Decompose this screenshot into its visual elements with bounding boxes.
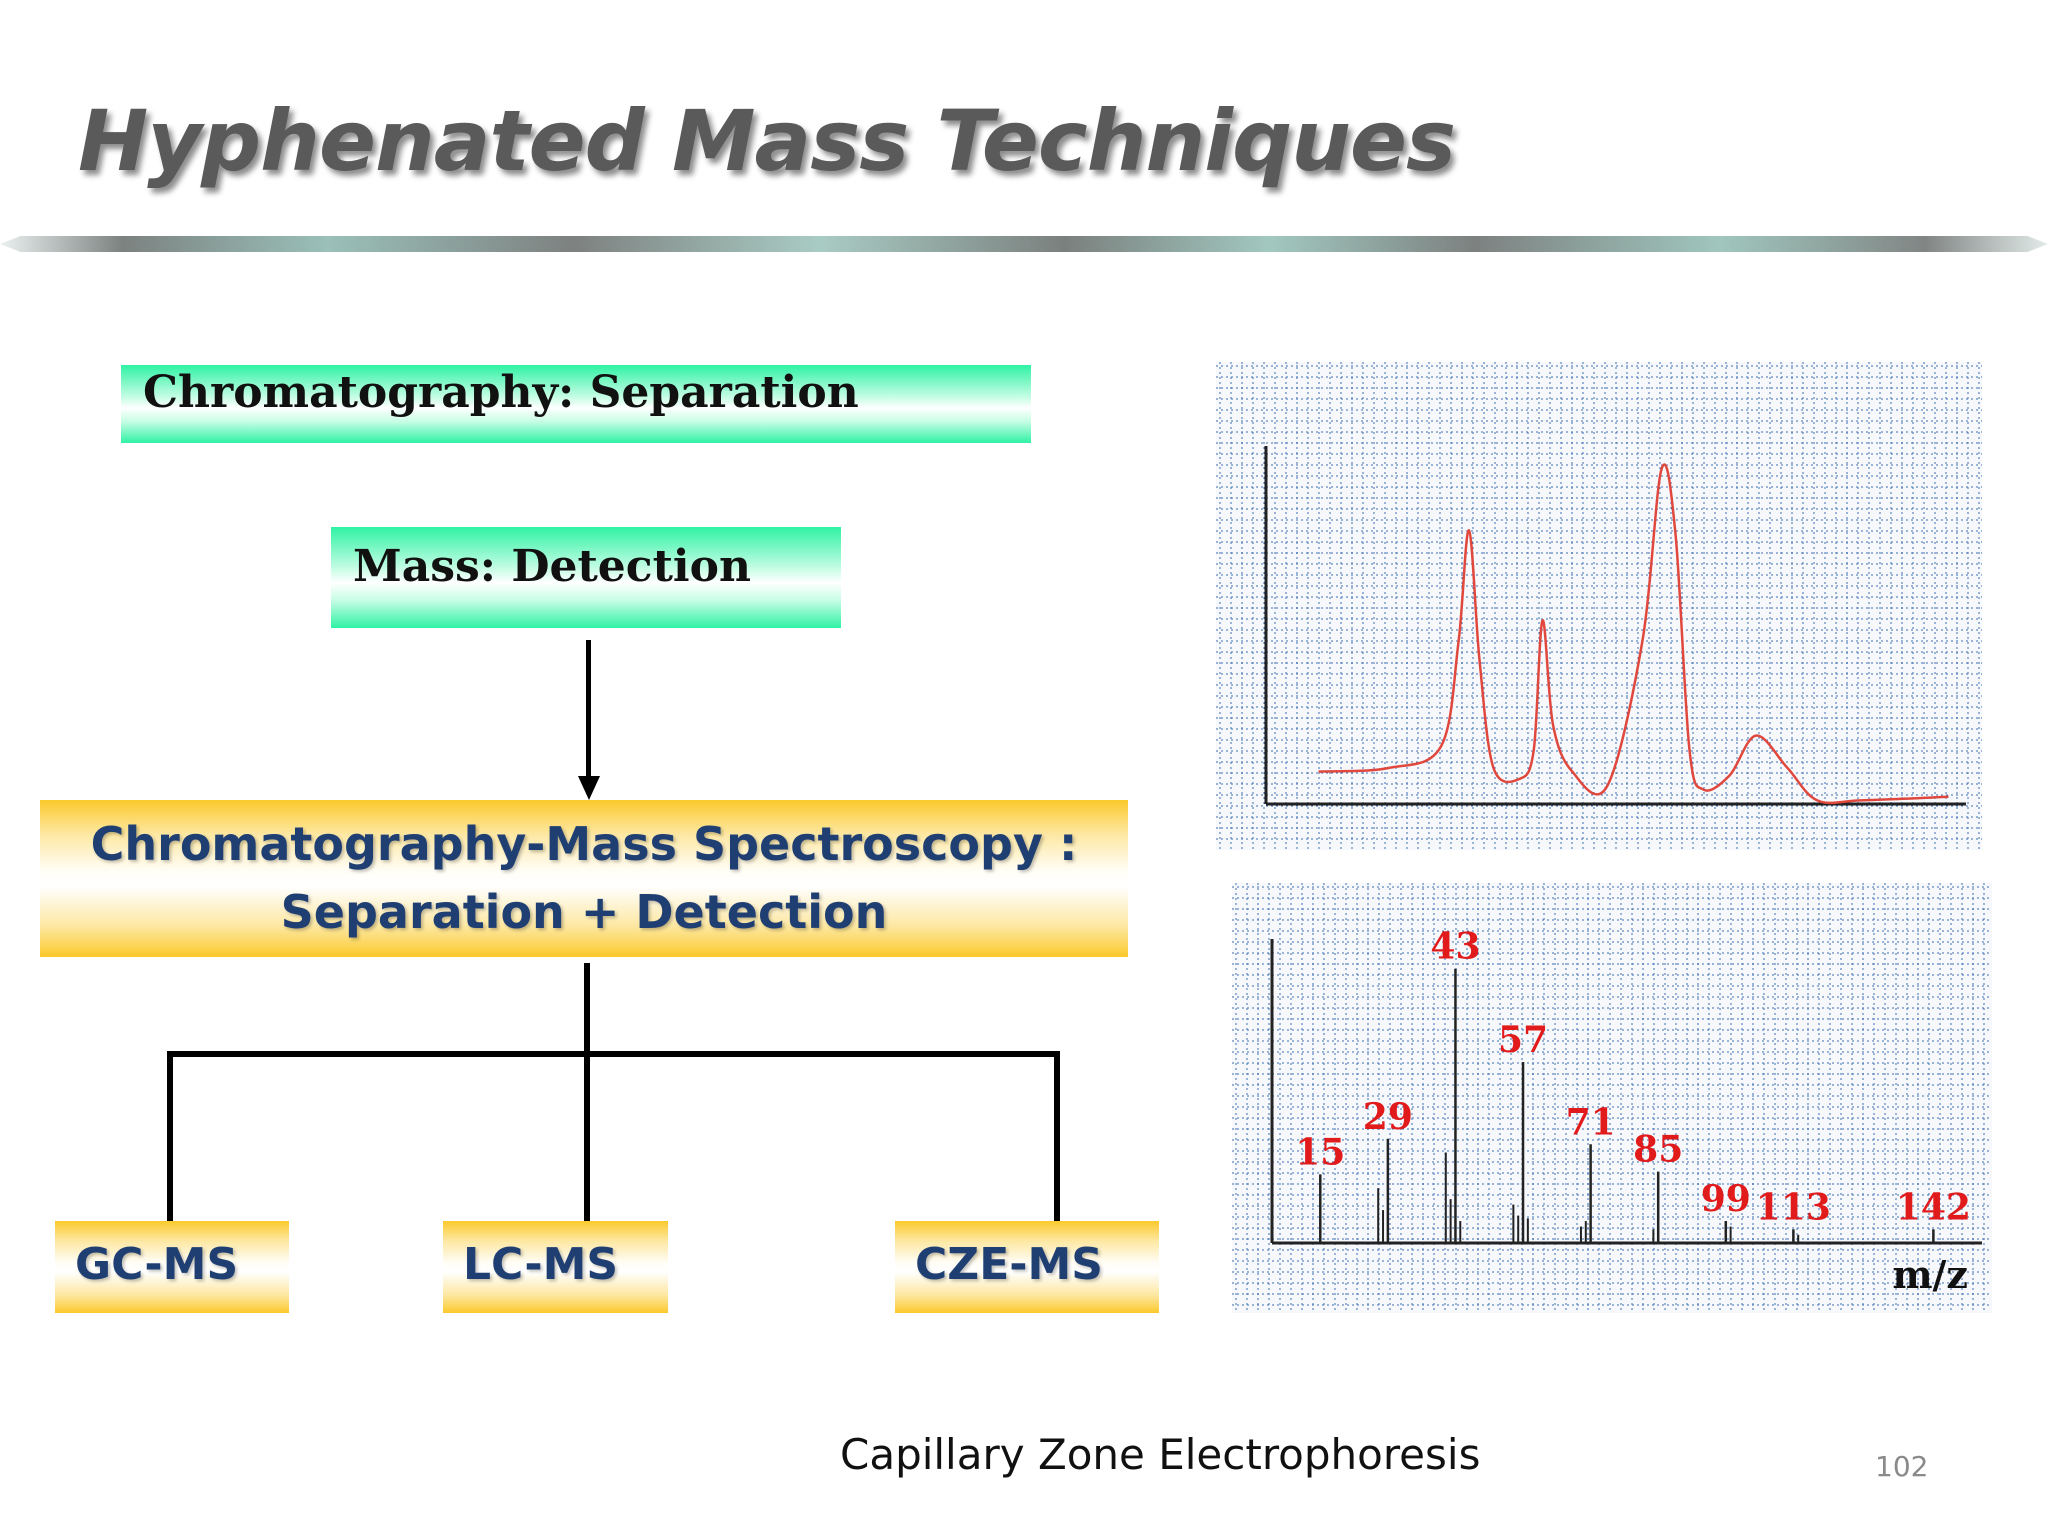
- tree-trunk: [584, 963, 590, 1221]
- slide-title: Hyphenated Mass Techniques: [78, 92, 1456, 190]
- chromatogram-chart: [1216, 362, 1982, 850]
- spectrum-peak-label-113: 113: [1756, 1186, 1831, 1228]
- spectrum-peak-label-29: 29: [1363, 1096, 1413, 1138]
- combined-label-line2: Separation + Detection: [280, 885, 888, 939]
- spectrum-peak-label-99: 99: [1701, 1178, 1751, 1220]
- spectrum-peak-label-57: 57: [1498, 1019, 1548, 1061]
- detection-box: Mass: Detection: [331, 527, 841, 628]
- chromatogram-trace: [1318, 463, 1949, 805]
- spectrum-peak-label-43: 43: [1430, 926, 1480, 968]
- detection-label: Mass: Detection: [353, 541, 751, 592]
- caption: Capillary Zone Electrophoresis: [840, 1430, 1481, 1479]
- arrow-shaft: [586, 640, 591, 780]
- technique-box-cze-ms: CZE-MS: [895, 1221, 1159, 1313]
- spectrum-x-axis-label: m/z: [1892, 1252, 1968, 1297]
- chromatogram-grid: [1216, 362, 1982, 850]
- spectrum-grid: [1232, 883, 1992, 1313]
- chromatogram-background: [1216, 362, 1982, 850]
- combined-box: Chromatography-Mass Spectroscopy : Separ…: [40, 800, 1128, 957]
- tree-crossbar: [167, 1051, 1060, 1057]
- title-divider: [0, 236, 2048, 252]
- spectrum-peak-label-142: 142: [1896, 1186, 1971, 1228]
- technique-box-gc-ms: GC-MS: [55, 1221, 289, 1313]
- tree-branch-left: [167, 1051, 173, 1221]
- tree-branch-right: [1054, 1051, 1060, 1221]
- page-number: 102: [1875, 1450, 1929, 1483]
- technique-label-cze-ms: CZE-MS: [915, 1239, 1103, 1290]
- separation-label: Chromatography: Separation: [143, 367, 859, 418]
- spectrum-peak-label-85: 85: [1633, 1129, 1683, 1171]
- arrow-head-icon: [578, 776, 600, 800]
- spectrum-background: [1232, 883, 1992, 1313]
- technique-box-lc-ms: LC-MS: [443, 1221, 668, 1313]
- technique-label-lc-ms: LC-MS: [463, 1239, 619, 1290]
- combined-label-line1: Chromatography-Mass Spectroscopy :: [90, 817, 1078, 871]
- spectrum-peak-label-71: 71: [1566, 1101, 1616, 1143]
- separation-box: Chromatography: Separation: [121, 365, 1031, 443]
- technique-label-gc-ms: GC-MS: [75, 1239, 239, 1290]
- spectrum-peak-label-15: 15: [1295, 1131, 1345, 1173]
